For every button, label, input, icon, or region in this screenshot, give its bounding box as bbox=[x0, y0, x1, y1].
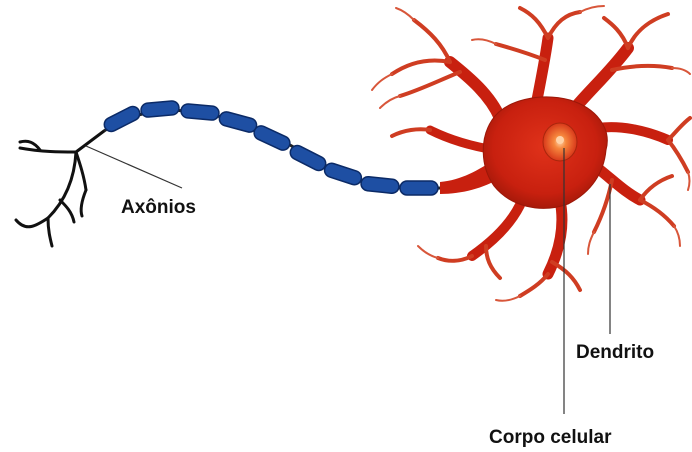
axon-pointer-line bbox=[86, 146, 182, 188]
myelin-segment bbox=[252, 124, 292, 153]
myelin-segment bbox=[360, 176, 399, 194]
dendrite-label: Dendrito bbox=[576, 342, 654, 363]
myelin-segment bbox=[140, 100, 179, 117]
nucleolus bbox=[556, 136, 564, 144]
myelin-segment bbox=[102, 104, 142, 134]
myelin-segment bbox=[218, 110, 258, 133]
myelin-segment bbox=[400, 181, 438, 195]
myelin-segment bbox=[323, 161, 363, 186]
axon-label: Axônios bbox=[121, 197, 196, 218]
myelin-sheath bbox=[102, 100, 438, 195]
axon-line bbox=[104, 110, 440, 188]
myelin-segment bbox=[288, 143, 328, 173]
myelin-segment bbox=[180, 103, 219, 120]
cell-body bbox=[483, 97, 607, 208]
cell-body-label: Corpo celular bbox=[489, 427, 612, 448]
